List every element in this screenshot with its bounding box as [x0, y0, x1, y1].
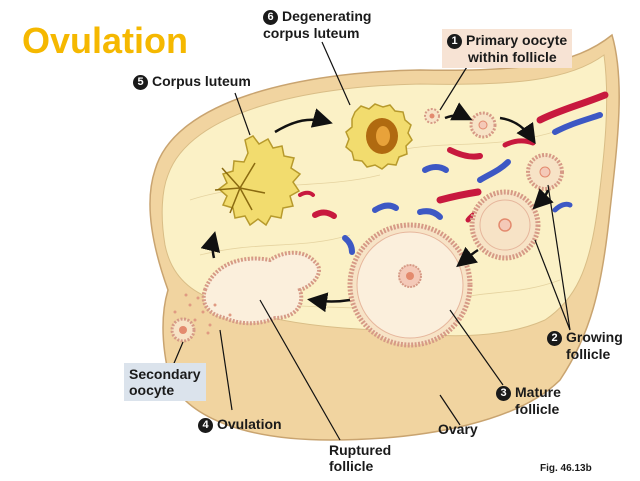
- label-mature-line2: follicle: [515, 401, 560, 417]
- step-badge-6: 6: [263, 10, 278, 25]
- label-ovary: Ovary: [438, 421, 478, 437]
- label-ovulation-line1: Ovulation: [217, 416, 282, 432]
- label-ruptured-line1: Ruptured: [329, 442, 392, 458]
- secondary-oocyte-shape: [170, 317, 196, 343]
- process-arrows: [200, 102, 554, 313]
- label-mature-line1: Mature: [515, 384, 561, 400]
- degenerating-corpus-luteum-shape: [345, 103, 413, 170]
- label-corpus-line1: Corpus luteum: [152, 73, 251, 89]
- label-ovulation: 4 Ovulation: [198, 416, 282, 433]
- label-secondary-oocyte: Secondary oocyte: [124, 363, 206, 401]
- label-secondary-line1: Secondary: [129, 366, 201, 382]
- step-badge-4: 4: [198, 418, 213, 433]
- growing-follicle-shapes: [469, 111, 564, 261]
- figure-reference: Fig. 46.13b: [540, 463, 592, 474]
- leader-lines: [171, 41, 571, 441]
- page-title: Ovulation: [22, 20, 189, 61]
- step-badge-1: 1: [447, 34, 462, 49]
- label-degenerating-corpus-luteum: 6 Degenerating corpus luteum: [263, 8, 371, 41]
- label-ovary-line1: Ovary: [438, 421, 478, 437]
- label-primary-line2: within follicle: [468, 49, 557, 65]
- label-mature-follicle: 3 Mature follicle: [496, 384, 561, 417]
- mature-follicle-shape: [347, 222, 473, 348]
- step-badge-3: 3: [496, 386, 511, 401]
- label-ruptured-line2: follicle: [329, 458, 374, 474]
- label-degen-line1: Degenerating: [282, 8, 372, 24]
- label-primary-line1: Primary oocyte: [466, 32, 568, 48]
- label-growing-line2: follicle: [566, 346, 611, 362]
- label-primary-oocyte: 1 Primary oocyte within follicle: [442, 29, 573, 68]
- primary-follicle-shape: [424, 108, 440, 124]
- label-corpus-luteum: 5 Corpus luteum: [133, 73, 251, 90]
- label-secondary-line2: oocyte: [129, 382, 175, 398]
- corpus-luteum-shape: [214, 135, 302, 227]
- label-ruptured-follicle: Ruptured follicle: [329, 442, 391, 474]
- step-badge-5: 5: [133, 75, 148, 90]
- step-badge-2: 2: [547, 331, 562, 346]
- label-growing-line1: Growing: [566, 329, 623, 345]
- label-growing-follicle: 2 Growing follicle: [547, 329, 623, 362]
- ruptured-follicle-shape: [173, 250, 321, 335]
- label-degen-line2: corpus luteum: [263, 25, 360, 41]
